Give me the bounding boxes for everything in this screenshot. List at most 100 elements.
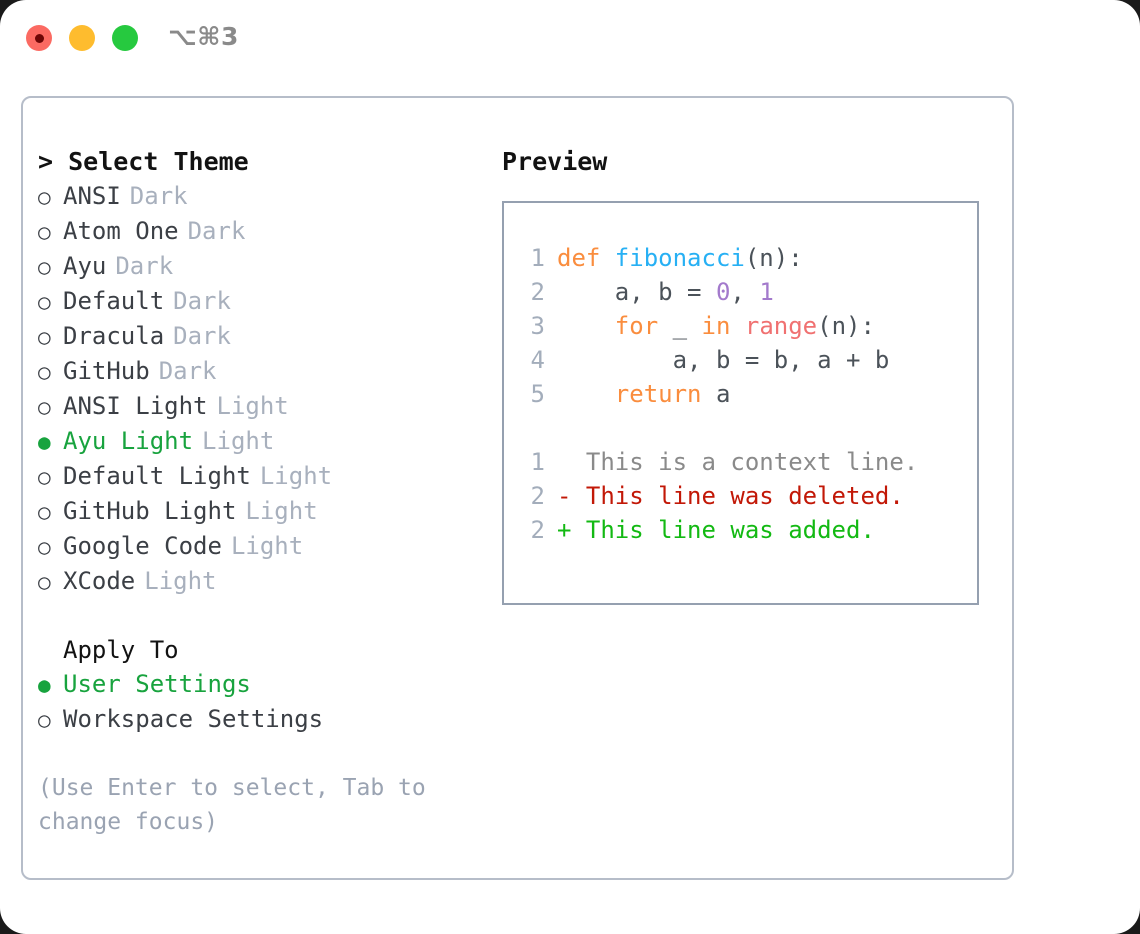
code-line: 4 a, b = b, a + b <box>523 343 918 377</box>
radio-unselected-icon: ○ <box>38 360 51 384</box>
theme-option-variant: Light <box>144 567 217 595</box>
theme-option-variant: Light <box>202 427 275 455</box>
line-number: 2 <box>530 482 545 510</box>
radio-unselected-icon: ○ <box>38 500 51 524</box>
line-number: 2 <box>530 516 545 544</box>
apply-to-option-list: ●User Settings ○ Workspace Settings <box>38 667 498 737</box>
code-token <box>730 312 744 340</box>
theme-option-ansi-light[interactable]: ○ ANSI Light Light <box>38 389 498 424</box>
theme-option-label: ANSI Light <box>63 392 208 420</box>
radio-selected-icon: ● <box>38 430 51 454</box>
code-token <box>557 312 615 340</box>
theme-option-variant: Dark <box>158 357 217 385</box>
diff-text: This line was deleted. <box>571 482 904 510</box>
diff-text: This is a context line. <box>571 448 919 476</box>
close-button[interactable] <box>26 25 52 51</box>
code-token: return <box>614 380 702 408</box>
maximize-button[interactable] <box>112 25 138 51</box>
theme-option-variant: Dark <box>173 322 231 350</box>
code-token: in <box>701 312 731 340</box>
radio-unselected-icon: ○ <box>38 255 51 279</box>
minimize-button[interactable] <box>69 25 95 51</box>
theme-option-variant: Dark <box>115 252 174 280</box>
theme-option-ansi[interactable]: ○ ANSI Dark <box>38 179 498 214</box>
diff-marker <box>557 448 571 476</box>
code-token <box>557 380 615 408</box>
code-token: , <box>730 278 760 306</box>
code-token: range <box>744 312 818 340</box>
diff-marker: - <box>557 482 572 510</box>
select-theme-header: > Select Theme <box>38 147 249 176</box>
window-controls <box>26 25 138 51</box>
diff-text: This line was added. <box>571 516 875 544</box>
code-token: 1 <box>759 278 774 306</box>
theme-option-variant: Dark <box>129 182 188 210</box>
theme-option-xcode[interactable]: ○ XCode Light <box>38 564 498 599</box>
radio-unselected-icon: ○ <box>38 708 51 732</box>
code-token: a, b = <box>557 278 716 306</box>
theme-option-variant: Light <box>245 497 318 525</box>
apply-to-option-label: User Settings <box>63 670 251 698</box>
code-token: for <box>614 312 659 340</box>
diff-line-add: 2 + This line was added. <box>523 513 918 547</box>
keyboard-shortcut-label: ⌥⌘3 <box>168 22 239 51</box>
apply-to-option-label: Workspace Settings <box>63 705 324 733</box>
theme-option-label: Ayu Light <box>63 427 194 455</box>
code-token: (n): <box>817 312 875 340</box>
code-token: a <box>701 380 731 408</box>
theme-option-variant: Light <box>230 532 304 560</box>
apply-to-header: Apply To <box>63 636 179 664</box>
theme-option-ayu[interactable]: ○ Ayu Dark <box>38 249 498 284</box>
theme-option-variant: Light <box>259 462 333 490</box>
line-number: 5 <box>530 380 545 408</box>
radio-unselected-icon: ○ <box>38 535 51 559</box>
theme-option-label: Default Light <box>63 462 251 490</box>
diff-line-ctx: 1 This is a context line. <box>523 445 919 479</box>
theme-option-github-light[interactable]: ○ GitHub Light Light <box>38 494 498 529</box>
radio-unselected-icon: ○ <box>38 465 51 489</box>
theme-option-default-light[interactable]: ○ Default Light Light <box>38 459 498 494</box>
apply-to-option-workspace-settings[interactable]: ○ Workspace Settings <box>38 702 498 737</box>
code-token: 0 <box>715 278 731 306</box>
theme-option-label: GitHub <box>63 357 150 385</box>
theme-option-label: XCode <box>63 567 136 595</box>
radio-unselected-icon: ○ <box>38 290 51 314</box>
theme-option-github[interactable]: ○ GitHub Dark <box>38 354 498 389</box>
preview-title: Preview <box>502 147 608 176</box>
code-spacer <box>523 411 918 445</box>
theme-option-label: GitHub Light <box>63 497 237 525</box>
radio-unselected-icon: ○ <box>38 185 51 209</box>
theme-option-label: Atom One <box>63 217 179 245</box>
code-token: (n): <box>744 244 803 272</box>
code-line: 2 a, b = 0, 1 <box>523 275 918 309</box>
theme-option-label: Ayu <box>63 252 107 280</box>
line-number: 4 <box>530 346 545 374</box>
radio-unselected-icon: ○ <box>38 325 51 349</box>
theme-option-label: ANSI <box>63 182 121 210</box>
theme-option-dracula[interactable]: ○ Dracula Dark <box>38 319 498 354</box>
radio-unselected-icon: ○ <box>38 570 51 594</box>
code-token: _ <box>658 312 702 340</box>
apply-to-option-user-settings[interactable]: ●User Settings <box>38 667 498 702</box>
radio-unselected-icon: ○ <box>38 395 51 419</box>
diff-marker: + <box>557 516 572 544</box>
line-number: 1 <box>530 244 545 272</box>
radio-unselected-icon: ○ <box>38 220 51 244</box>
code-line: 3 for _ in range(n): <box>523 309 918 343</box>
theme-option-label: Dracula <box>63 322 165 350</box>
theme-option-variant: Light <box>216 392 289 420</box>
code-line: 5 return a <box>523 377 918 411</box>
code-token: def <box>557 244 615 272</box>
theme-option-ayu-light[interactable]: ● Ayu Light Light <box>38 424 498 459</box>
code-token: a, b = b, a + b <box>557 346 890 374</box>
